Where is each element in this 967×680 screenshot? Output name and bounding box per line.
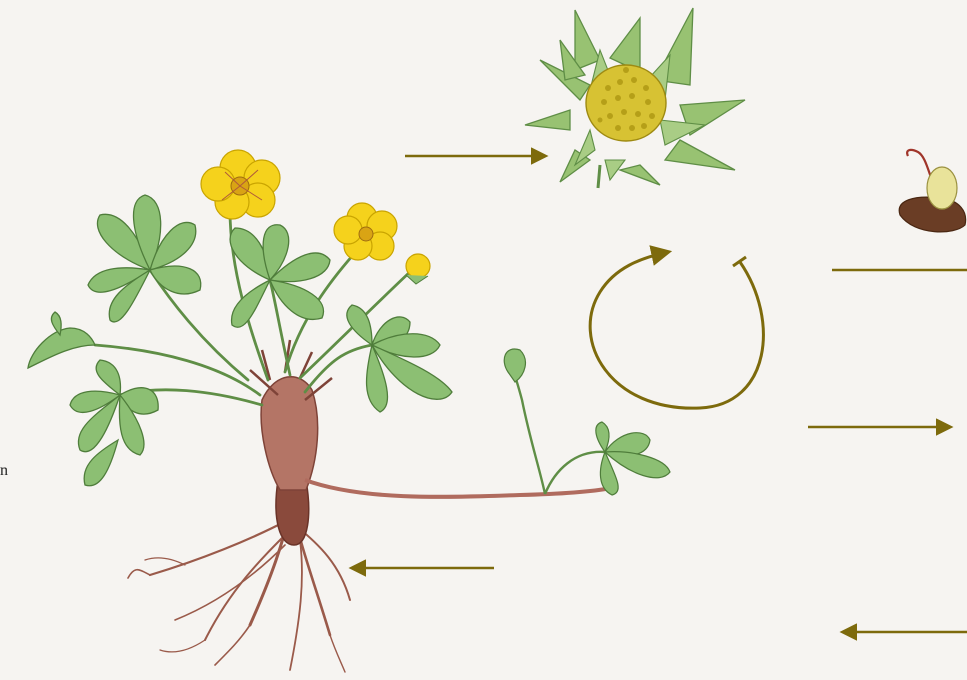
- seed-body: [927, 167, 957, 209]
- flower-head-closeup-illustration: [525, 8, 745, 188]
- flower-bud: [406, 254, 430, 284]
- flower-open-large: [201, 150, 280, 219]
- root-system: [128, 500, 350, 672]
- leaf-cluster-right: [347, 305, 452, 412]
- runner-bud: [504, 349, 525, 382]
- leaf-cluster-lower-left: [70, 360, 158, 486]
- flower-open-small: [334, 203, 397, 260]
- life-cycle-circular-arrow: [590, 252, 763, 408]
- leaf-cluster-upper-center: [230, 225, 330, 328]
- leaf-cluster-runner: [596, 422, 670, 495]
- whole-plant-illustration: [28, 150, 670, 672]
- flower-head-center: [586, 65, 666, 141]
- seed-closeup-illustration: [899, 150, 965, 232]
- runner-stolon: [305, 480, 612, 497]
- plant-crown: [261, 377, 318, 490]
- leaf-cluster-upper-left: [88, 195, 201, 322]
- leaf-cluster-far-left: [28, 312, 95, 368]
